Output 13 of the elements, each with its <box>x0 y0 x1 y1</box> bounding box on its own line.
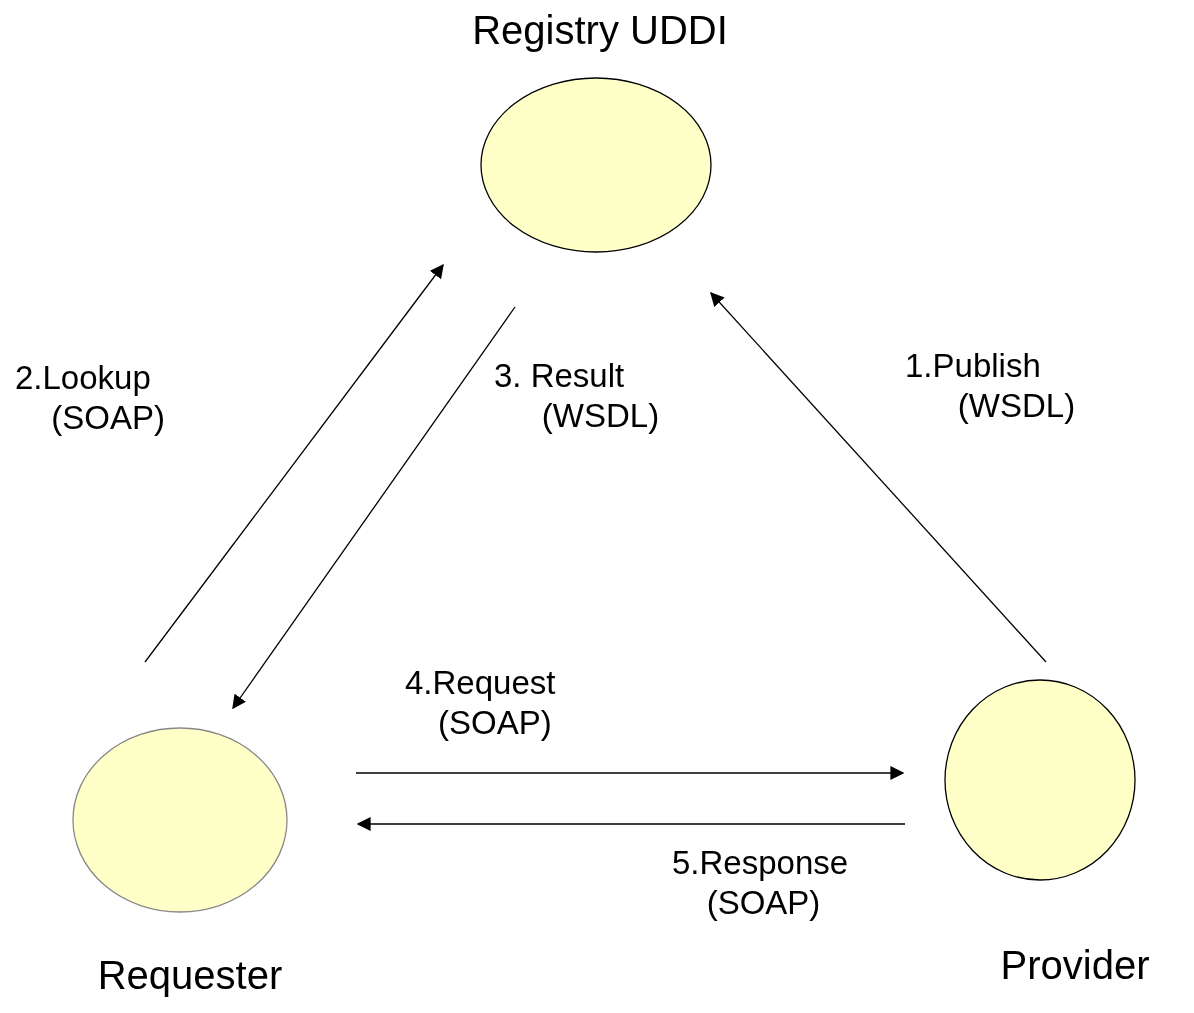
arrow <box>232 306 516 710</box>
node-label: Requester <box>96 955 284 995</box>
node-label: Provider <box>999 945 1151 985</box>
arrow <box>355 766 905 780</box>
edge-label: 4.Request (SOAP) <box>405 663 557 744</box>
node-label: Registry UDDI <box>471 10 729 50</box>
edge-label: 3. Result (WSDL) <box>494 356 661 437</box>
arrow <box>356 817 906 831</box>
arrow <box>144 263 444 663</box>
edge-label: 2.Lookup (SOAP) <box>15 358 166 439</box>
edge-label: 1.Publish (WSDL) <box>905 346 1077 427</box>
edge-label: 5.Response (SOAP) <box>672 843 850 924</box>
arrow <box>710 291 1047 663</box>
